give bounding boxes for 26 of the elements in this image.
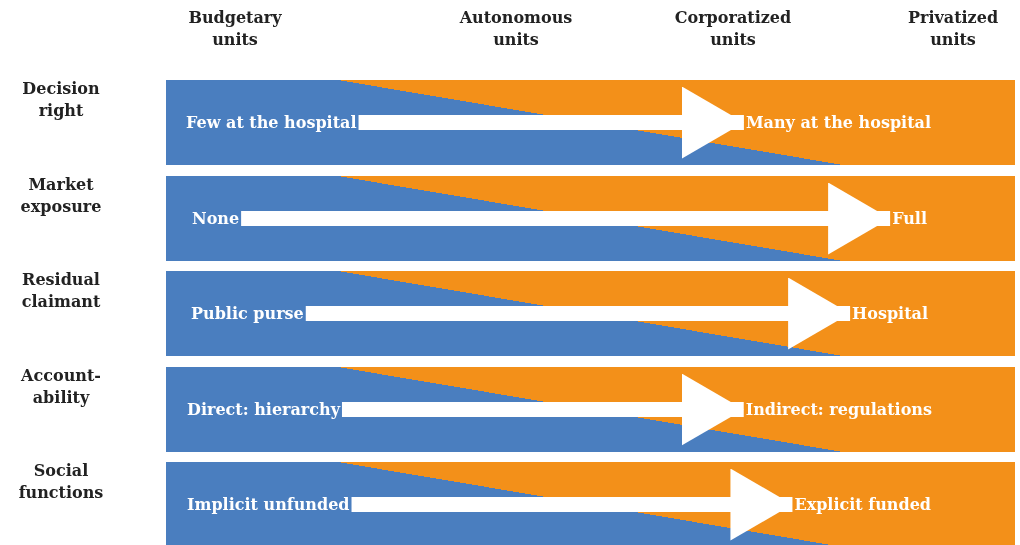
start-state-text: Few at the hospital <box>186 112 357 133</box>
row-header: Decision right <box>21 78 101 122</box>
row-header: Account-ability <box>20 365 102 409</box>
column-header: Corporatized units <box>673 7 793 51</box>
end-state-text: Indirect: regulations <box>745 399 932 420</box>
end-state-text: Hospital <box>852 303 928 324</box>
row-header: Residual claimant <box>20 269 102 313</box>
end-state-text: Full <box>892 208 927 229</box>
gradient-band <box>166 80 1015 165</box>
end-state-text: Many at the hospital <box>745 112 931 133</box>
row-header: Market exposure <box>19 174 103 218</box>
start-state-text: Public purse <box>191 303 304 324</box>
arrow <box>305 277 851 350</box>
column-header: Autonomous units <box>458 7 574 51</box>
column-header: Privatized units <box>906 7 1000 51</box>
column-header: Budgetary units <box>187 7 283 51</box>
start-state-text: Implicit unfunded <box>187 494 350 515</box>
start-state-text: Direct: hierarchy <box>187 399 340 420</box>
end-state-text: Explicit funded <box>794 494 931 515</box>
arrow <box>358 86 744 159</box>
row-header: Social functions <box>17 460 105 504</box>
arrow <box>241 182 891 255</box>
arrow <box>341 373 744 446</box>
arrow <box>351 468 793 541</box>
start-state-text: None <box>192 208 240 229</box>
gradient-band <box>166 367 1015 452</box>
